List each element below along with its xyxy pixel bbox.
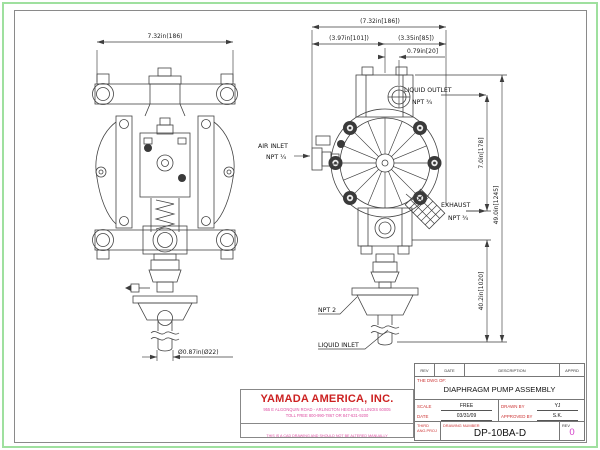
- scale-label: SCALE: [417, 403, 432, 409]
- overall-height-dim-text: 49.0in[1245]: [493, 186, 500, 225]
- rev-value: 0: [569, 427, 575, 438]
- exhaust-npt-text: NPT ¾: [448, 215, 468, 222]
- liquid-outlet-npt-text: NPT ¾: [412, 99, 432, 106]
- drawing-number-cell: DRAWING NUMBER DP-10BA-D: [441, 422, 560, 441]
- liquid-inlet-text: LIQUID INLET: [318, 342, 359, 349]
- rev-cell: REV 0: [560, 422, 584, 441]
- air-inlet-text: AIR INLET: [258, 143, 288, 150]
- date-label: DATE: [417, 413, 429, 419]
- cad-notice-strip: THIS IS A CAD DRAWING AND SHOULD NOT BE …: [240, 424, 414, 438]
- front-width-dimension: 7.32in(186): [96, 33, 234, 82]
- cad-notice-text: THIS IS A CAD DRAWING AND SHOULD NOT BE …: [266, 434, 388, 438]
- approved-by-value: S.K.: [537, 412, 578, 421]
- company-address: 955 E ALGONQUIN ROAD - ARLINGTON HEIGHTS…: [263, 407, 391, 412]
- outlet-exhaust-dim-text: 7.0in[178]: [478, 137, 485, 168]
- description-col-header: DESCRIPTION: [465, 364, 560, 376]
- drawing-title: DIAPHRAGM PUMP ASSEMBLY: [443, 385, 556, 394]
- date-value: 03/31/09: [441, 412, 492, 421]
- scale-value: FREE: [441, 402, 492, 411]
- dwg-of-label: THE DWG OF:: [417, 378, 447, 383]
- rev-col-header: REV: [415, 364, 435, 376]
- npt2-label: NPT 2: [318, 296, 358, 315]
- approved-by-label: APPROVED BY: [501, 413, 533, 419]
- sheet-border: [14, 10, 587, 443]
- front-width-dim-text: 7.32in(186): [148, 33, 183, 40]
- suction-tube-dim-text: 40.2in[1020]: [478, 272, 485, 311]
- side-left-width-text: (3.97in[101]): [329, 35, 369, 42]
- drawing-number-label: DRAWING NUMBER: [443, 423, 480, 428]
- side-top-dimensions: (7.32in[186]) (3.97in[101]) (3.35in[85])…: [311, 18, 447, 205]
- front-view: 7.32in(186): [92, 33, 238, 361]
- company-block: YAMADA AMERICA, INC. 955 E ALGONQUIN ROA…: [240, 389, 414, 424]
- drawn-by-label: DRAWN BY: [501, 403, 525, 409]
- date-col-header: DATE: [435, 364, 465, 376]
- exhaust-label: EXHAUST NPT ¾: [441, 202, 486, 222]
- muffler: [404, 188, 446, 230]
- apprd-col-header: APPRD: [565, 367, 579, 373]
- front-pipe-dia-dimension: Ø0.87in(Ø22): [142, 349, 233, 361]
- air-inlet-label: AIR INLET NPT ¼: [258, 143, 310, 161]
- title-block: REV DATE DESCRIPTION APPRD THE DWG OF: D…: [414, 363, 585, 441]
- liquid-inlet-label: LIQUID INLET: [318, 329, 389, 350]
- side-overall-width-text: (7.32in[186]): [360, 18, 400, 25]
- side-vertical-dimensions: 7.0in[178] 49.0in[1245] 40.2in[1020]: [397, 74, 507, 343]
- liquid-outlet-text: LIQUID OUTLET: [404, 87, 452, 94]
- rev-label: REV: [562, 423, 570, 428]
- company-phone: TOLL FREE 800-990-7867 OR 847-631-9200: [285, 413, 369, 418]
- third-angle-projection-label: THIRD ANG.PROJ: [415, 422, 441, 441]
- projection-line2: ANG.PROJ: [417, 427, 437, 433]
- company-name: YAMADA AMERICA, INC.: [260, 393, 394, 405]
- liquid-outlet-label: LIQUID OUTLET NPT ¾: [404, 87, 486, 106]
- projection-line1: THIRD: [417, 423, 429, 428]
- drawn-by-value: YJ: [537, 402, 578, 411]
- drawing-number-row: THIRD ANG.PROJ DRAWING NUMBER DP-10BA-D …: [415, 422, 584, 441]
- drawing-number-value: DP-10BA-D: [473, 428, 527, 439]
- drawing-title-row: THE DWG OF: DIAPHRAGM PUMP ASSEMBLY: [415, 377, 584, 400]
- revision-header-row: REV DATE DESCRIPTION APPRD: [415, 364, 584, 377]
- outlet-offset-dim-text: 0.79in[20]: [407, 48, 438, 55]
- scale-date-row: SCALE FREE DATE 03/31/09 DRAWN BY YJ APP…: [415, 400, 584, 422]
- side-right-width-text: (3.35in[85]): [398, 35, 434, 42]
- side-view: (7.32in[186]) (3.97in[101]) (3.35in[85])…: [258, 18, 507, 350]
- pipe-dia-dim-text: Ø0.87in(Ø22): [178, 349, 219, 356]
- exhaust-text: EXHAUST: [441, 202, 470, 209]
- air-inlet-npt-text: NPT ¼: [266, 154, 286, 161]
- npt2-text: NPT 2: [318, 307, 336, 314]
